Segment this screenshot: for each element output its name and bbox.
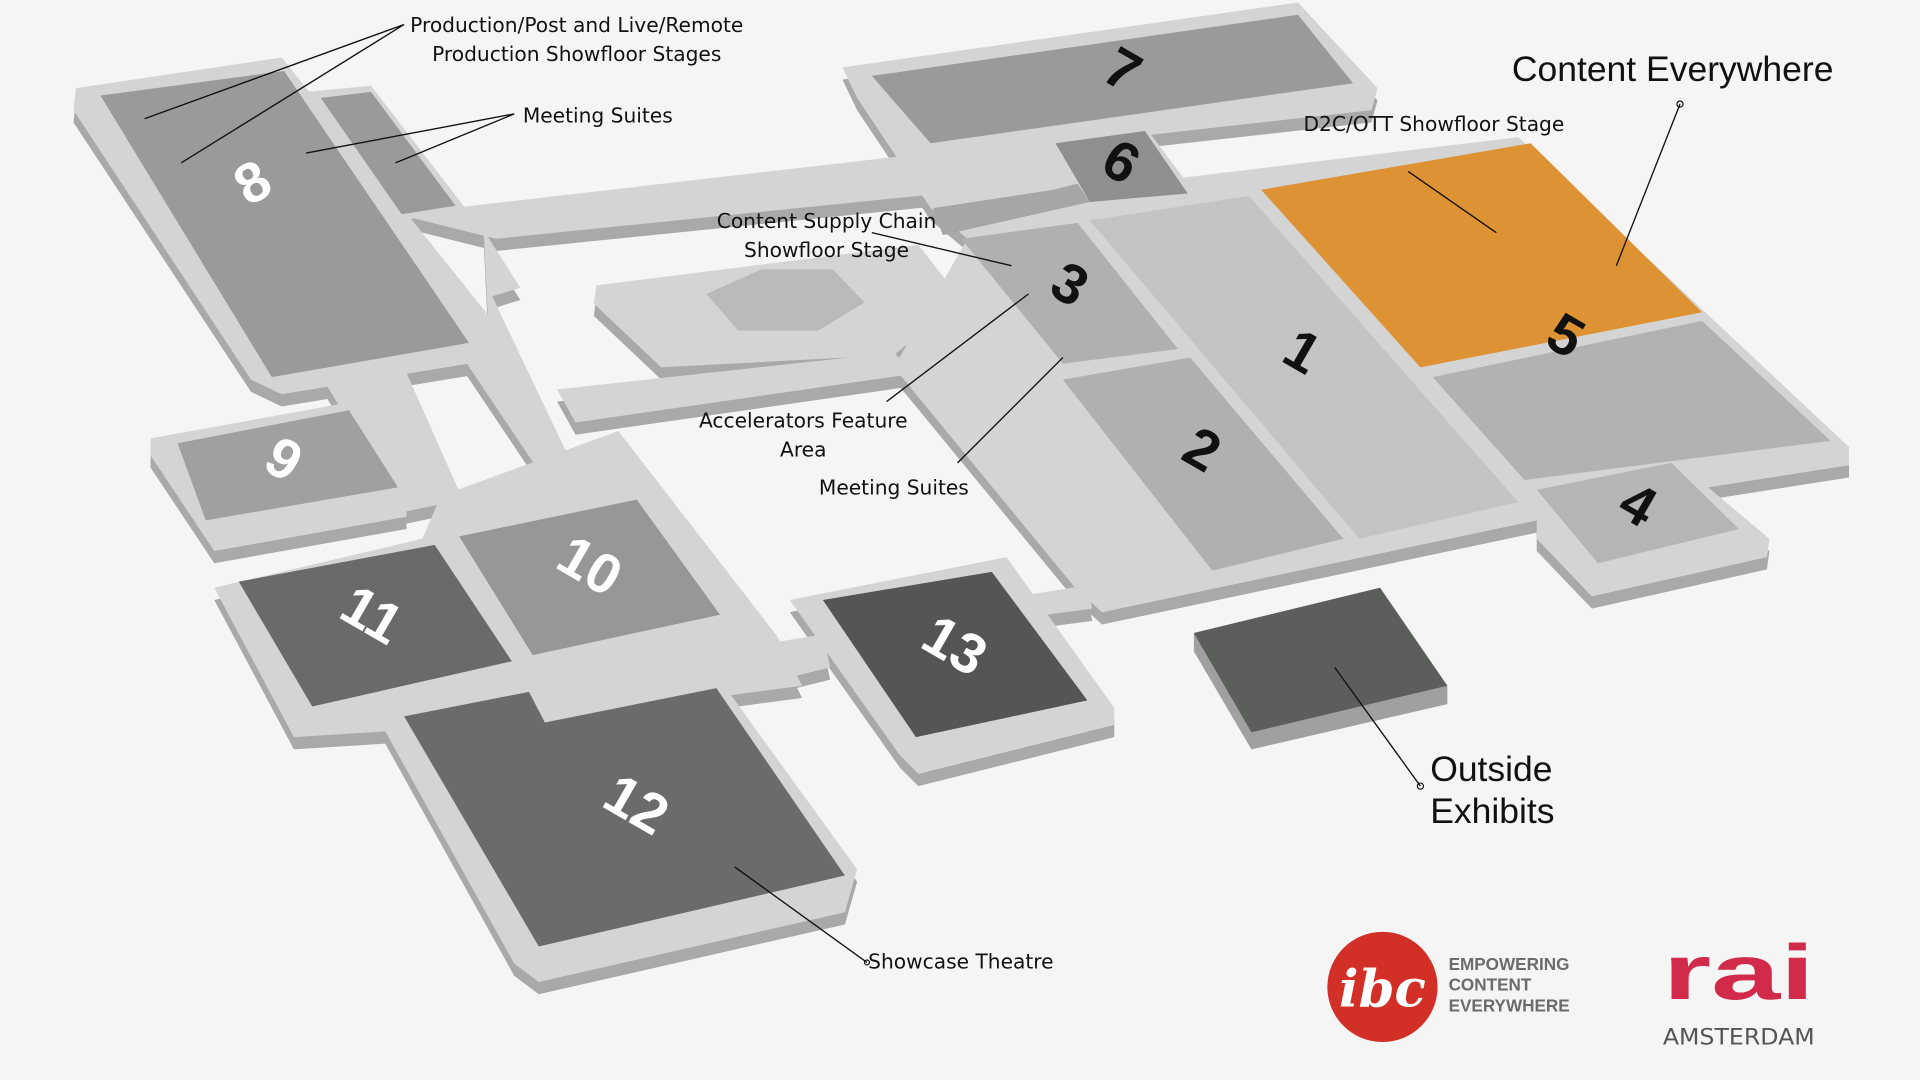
meeting-suites-block — [320, 91, 456, 215]
corridor-spine-right — [465, 230, 576, 480]
rai-sub: AMSTERDAM — [1663, 1025, 1815, 1050]
corridor-hex — [557, 352, 916, 423]
hall-2 — [1062, 357, 1344, 571]
label-outside-1: Outside — [1430, 749, 1552, 789]
label-content-supply-2: Showfloor Stage — [744, 238, 909, 262]
label-showcase-theatre: Showcase Theatre — [868, 950, 1053, 974]
hall-13 — [822, 571, 1088, 738]
ibc-tagline-1: EMPOWERING — [1449, 954, 1570, 974]
hall-5 — [1261, 143, 1703, 368]
label-production-stages-1: Production/Post and Live/Remote — [410, 13, 743, 37]
hall-7 — [871, 14, 1354, 144]
hall-10 — [459, 499, 720, 656]
outside-exhibits — [1193, 587, 1448, 733]
corridor-12-13 — [771, 634, 831, 676]
hall-lower-right — [1432, 320, 1831, 480]
hall-6 — [1055, 131, 1188, 203]
rai-mark: rai — [1663, 928, 1815, 1016]
label-accelerators-1: Accelerators Feature — [699, 408, 908, 432]
label-d2c-stage: D2C/OTT Showfloor Stage — [1303, 112, 1564, 136]
hall-6-annex — [933, 183, 1090, 236]
leader-lines — [144, 23, 1684, 966]
corridor-13-main — [1018, 585, 1093, 618]
hex-stage — [706, 269, 865, 331]
ibc-tagline-2: CONTENT — [1449, 975, 1532, 995]
label-content-supply-1: Content Supply Chain — [717, 209, 937, 233]
label-accelerators-2: Area — [780, 438, 826, 462]
label-meeting-suites-mid: Meeting Suites — [819, 476, 969, 500]
ibc-logo: ibc EMPOWERING CONTENT EVERYWHERE — [1327, 931, 1570, 1043]
corridor-top — [397, 140, 1063, 239]
hall-12 — [404, 688, 845, 947]
hall-9 — [177, 410, 398, 521]
ibc-tagline-3: EVERYWHERE — [1449, 995, 1570, 1015]
hall-4 — [1536, 462, 1739, 564]
hall-3 — [961, 222, 1178, 364]
hall-8 — [100, 71, 469, 378]
halls-layer — [100, 14, 1831, 947]
label-meeting-suites-top: Meeting Suites — [523, 103, 673, 127]
label-outside-2: Exhibits — [1430, 791, 1554, 831]
hall-11 — [238, 544, 512, 707]
rai-logo: rai AMSTERDAM — [1663, 928, 1815, 1050]
label-content-everywhere: Content Everywhere — [1512, 49, 1834, 89]
label-production-stages-2: Production Showfloor Stages — [432, 42, 721, 66]
ibc-mark: ibc — [1339, 960, 1426, 1020]
hall-1 — [1089, 195, 1519, 539]
